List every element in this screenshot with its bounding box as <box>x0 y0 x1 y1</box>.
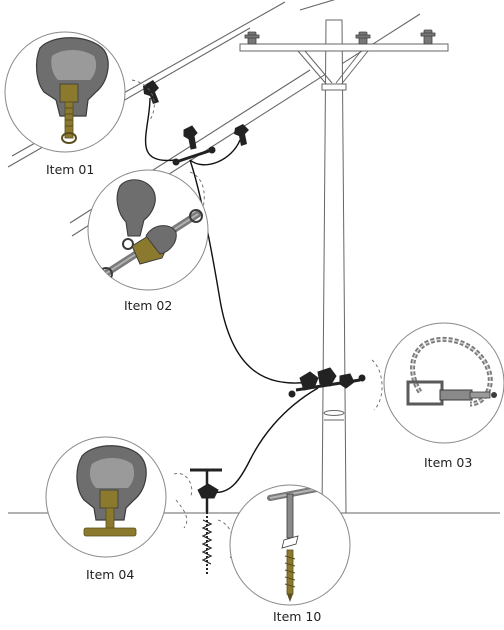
callout-circle-item-01 <box>4 31 126 153</box>
item-01-caption: Item 01 <box>46 162 95 177</box>
callout-circle-item-04 <box>45 436 167 558</box>
insulators <box>244 29 436 45</box>
pole-crossarm <box>239 43 449 91</box>
pole-cluster-bar <box>288 367 366 398</box>
callout-circle-item-10 <box>229 484 351 606</box>
line-cluster-bar <box>172 125 216 166</box>
callout-circle-item-02 <box>87 169 209 291</box>
line-clamp-right <box>234 124 249 146</box>
callout-circle-item-03 <box>383 322 504 444</box>
item-10-caption: Item 10 <box>273 609 322 624</box>
ground-rod <box>190 468 222 576</box>
item-02-caption: Item 02 <box>124 298 173 313</box>
item-04-caption: Item 04 <box>86 567 135 582</box>
grounding-cables <box>144 97 319 494</box>
item-03-caption: Item 03 <box>424 455 473 470</box>
utility-pole <box>321 19 347 514</box>
line-clamp-left <box>143 80 159 104</box>
